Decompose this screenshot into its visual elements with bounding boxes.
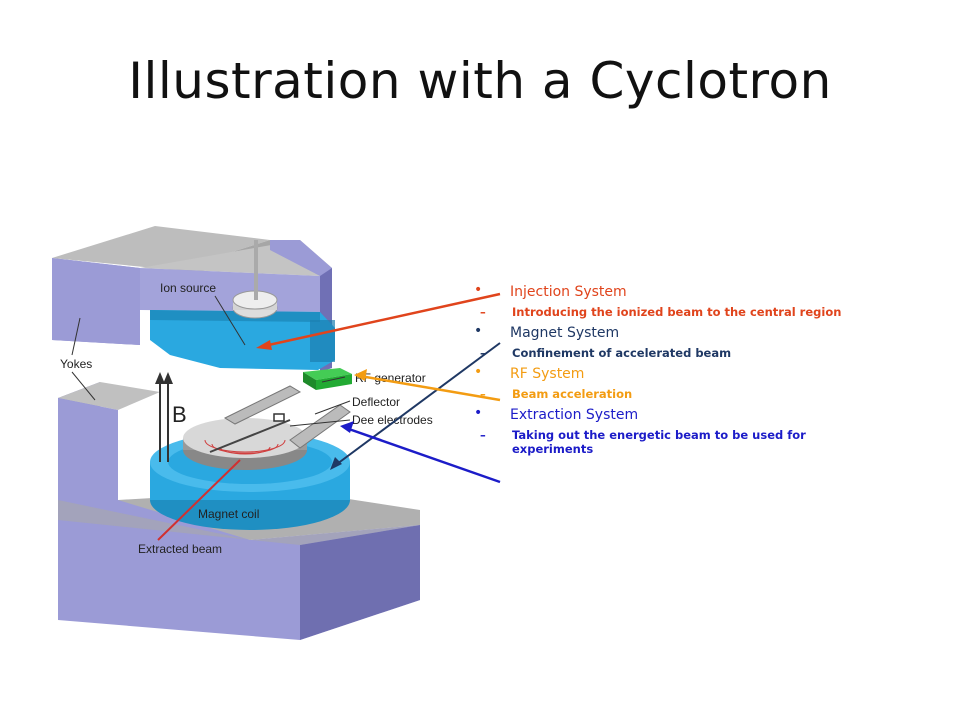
bullet-heading: Magnet System — [510, 325, 620, 341]
bullet-detail-text: Confinement of accelerated beam — [512, 346, 732, 360]
bullet-magnet-system: • Magnet System — [470, 323, 850, 343]
injection-arrow — [263, 292, 501, 348]
bullet-detail-text: Beam acceleration — [512, 387, 633, 401]
dash: – — [480, 305, 486, 319]
bullet-heading: Extraction System — [510, 407, 639, 423]
magnet-arrow — [332, 342, 501, 468]
bullet-detail-text: Taking out the energetic beam to be used… — [512, 428, 806, 456]
extraction-arrowhead — [340, 421, 354, 433]
rf-arrow — [359, 374, 501, 402]
bullet-dot: • — [474, 405, 483, 421]
upper-yoke — [52, 226, 332, 372]
slide-title: Illustration with a Cyclotron — [128, 52, 832, 110]
magnet-arrowhead — [330, 457, 342, 470]
label-deflector: Deflector — [352, 395, 400, 409]
label-pointers — [71, 295, 351, 427]
bullet-dot: • — [474, 282, 483, 298]
bullet-detail-text: Introducing the ionized beam to the cent… — [512, 305, 842, 319]
injection-arrowhead — [256, 340, 272, 350]
bullet-detail: – Beam acceleration — [430, 387, 850, 401]
label-ion-source: Ion source — [160, 281, 216, 295]
rf-generator-box — [303, 368, 352, 390]
bullet-heading: RF System — [510, 366, 585, 382]
dash: – — [480, 428, 486, 442]
bullet-injection-system: • Injection System — [470, 282, 850, 302]
label-b-field: B — [172, 402, 187, 427]
extracted-beam-line — [157, 459, 241, 541]
dash: – — [480, 346, 486, 360]
dee-electrodes — [183, 385, 351, 470]
label-magnet-coil: Magnet coil — [198, 507, 259, 521]
bullet-extraction-system: • Extraction System — [470, 405, 850, 425]
label-rf-generator: RF generator — [355, 371, 426, 385]
bullet-dot: • — [474, 364, 483, 380]
bullet-dot: • — [474, 323, 483, 339]
b-field-arrows — [155, 372, 173, 462]
bullet-list: • Injection System – Introducing the ion… — [470, 282, 850, 460]
bullet-detail: – Taking out the energetic beam to be us… — [430, 428, 850, 456]
rf-arrowhead — [354, 369, 367, 381]
bullet-detail: – Confinement of accelerated beam — [430, 346, 850, 360]
bullet-rf-system: • RF System — [470, 364, 850, 384]
bullet-heading: Injection System — [510, 284, 627, 300]
callout-arrows — [256, 292, 501, 484]
dash: – — [480, 387, 486, 401]
extraction-arrow — [345, 426, 501, 484]
label-yokes: Yokes — [60, 357, 92, 371]
label-extracted-beam: Extracted beam — [138, 542, 222, 556]
bullet-detail: – Introducing the ionized beam to the ce… — [430, 305, 850, 319]
label-dee-electrodes: Dee electrodes — [352, 413, 433, 427]
